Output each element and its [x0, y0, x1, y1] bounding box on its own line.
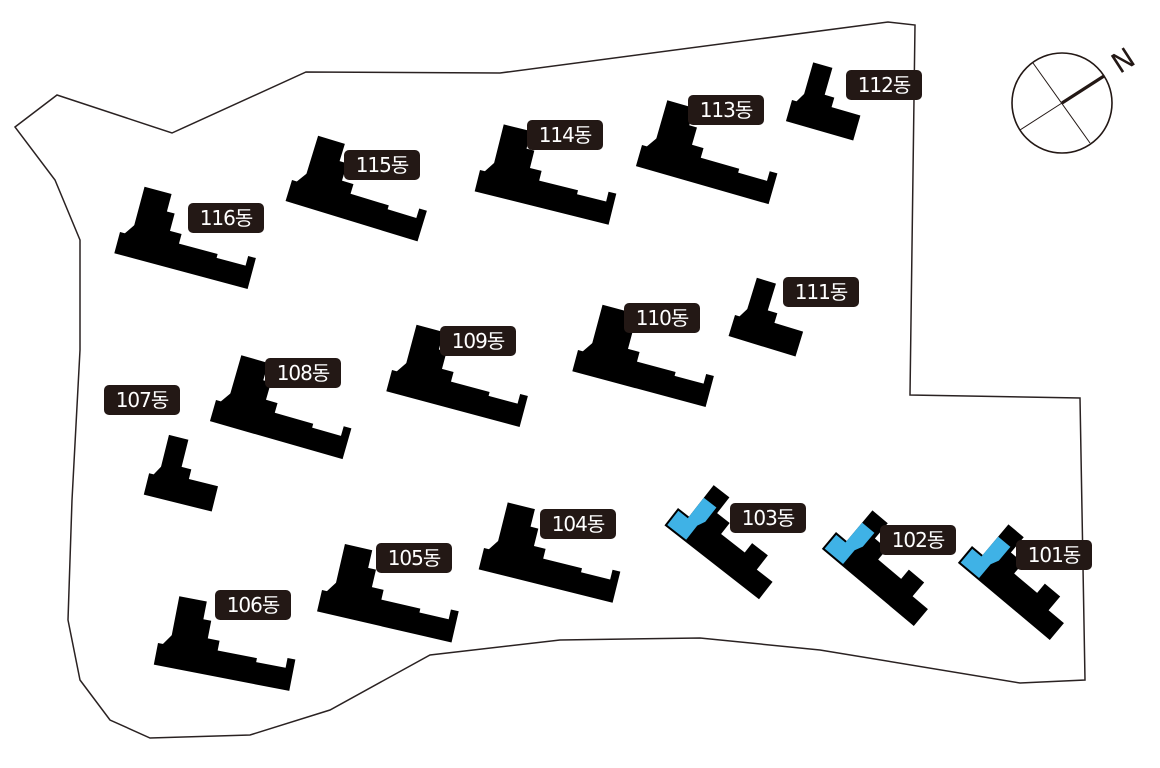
label-108[interactable]: 108동	[265, 358, 341, 388]
svg-text:N: N	[1105, 41, 1141, 80]
label-111[interactable]: 111동	[783, 277, 859, 307]
label-110[interactable]: 110동	[624, 303, 700, 333]
compass-north-needle	[1061, 74, 1105, 105]
compass-circle	[1011, 52, 1113, 154]
label-116[interactable]: 116동	[188, 203, 264, 233]
label-106[interactable]: 106동	[215, 590, 291, 620]
site-boundary	[13, 21, 1086, 739]
label-113[interactable]: 113동	[688, 95, 764, 125]
compass: N	[1011, 41, 1141, 154]
label-104[interactable]: 104동	[540, 509, 616, 539]
label-107[interactable]: 107동	[104, 385, 180, 415]
label-103[interactable]: 103동	[730, 503, 806, 533]
label-101[interactable]: 101동	[1016, 540, 1092, 570]
label-109[interactable]: 109동	[440, 326, 516, 356]
label-102[interactable]: 102동	[880, 525, 956, 555]
label-105[interactable]: 105동	[376, 543, 452, 573]
compass-north-letter: N	[1105, 41, 1141, 80]
label-115[interactable]: 115동	[344, 150, 420, 180]
label-112[interactable]: 112동	[846, 70, 922, 100]
label-114[interactable]: 114동	[527, 120, 603, 150]
compass-line	[1019, 102, 1063, 131]
